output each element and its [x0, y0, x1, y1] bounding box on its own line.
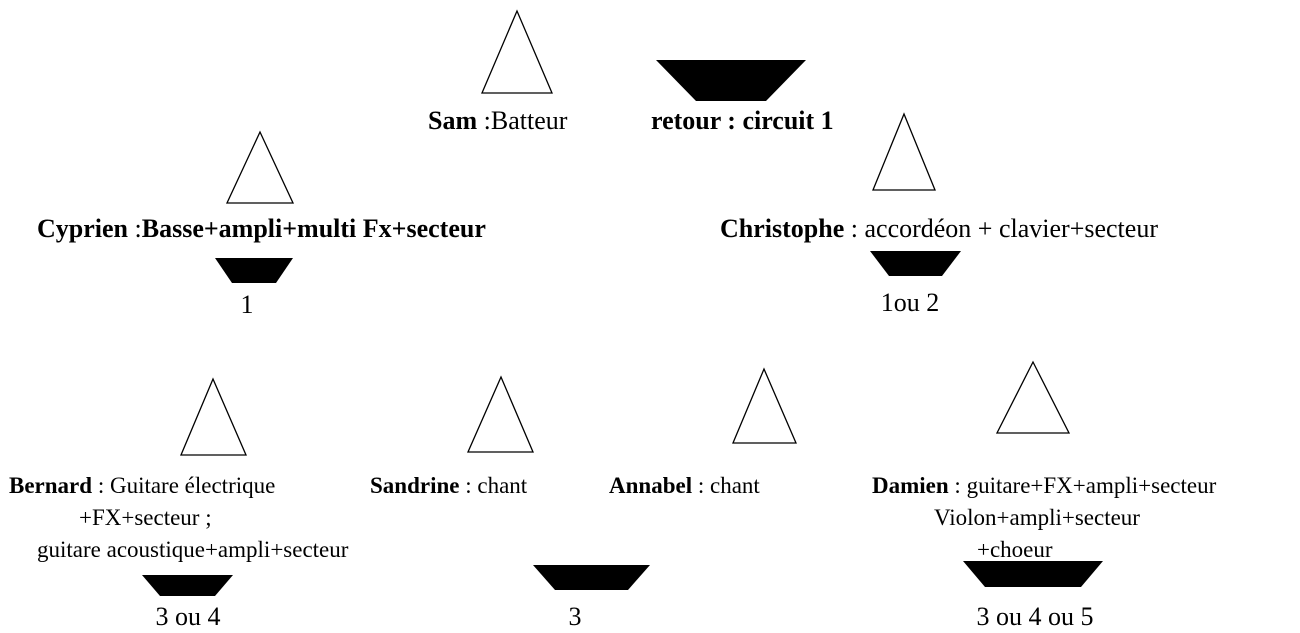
monitor-label-sandrine: 3 — [568, 602, 582, 631]
separator: : — [477, 106, 491, 135]
musician-name: Sam — [428, 106, 478, 135]
musician-role: chant — [709, 473, 760, 498]
monitor-label-christophe: 1ou 2 — [880, 288, 940, 317]
monitor-wedge-sandrine — [533, 565, 650, 590]
musician-role: Basse+ampli+multi Fx+secteur — [141, 214, 486, 243]
musician-name: Damien — [872, 473, 949, 498]
musician-label-sam: Sam :Batteur — [428, 108, 567, 134]
musician-label-bernard: Bernard : Guitare électrique — [9, 474, 275, 497]
musician-triangle-sam — [481, 9, 553, 94]
musician-triangle-annabel — [732, 367, 797, 444]
separator: : — [92, 473, 110, 498]
musician-role: Batteur — [490, 106, 568, 135]
musician-name: Christophe — [720, 214, 845, 243]
musician-name: Cyprien — [37, 214, 128, 243]
musician-role-line-1: Guitare électrique — [109, 473, 276, 498]
musician-role-line-2-bernard: +FX+secteur ; — [79, 505, 212, 530]
separator: : — [692, 473, 710, 498]
monitor-label-cyprien: 1 — [240, 290, 254, 319]
musician-label-christophe: Christophe : accordéon + clavier+secteur — [720, 216, 1158, 242]
monitor-wedge-damien — [963, 561, 1103, 587]
monitor-wedge-cyprien — [215, 258, 293, 283]
musician-triangle-bernard — [180, 377, 247, 456]
musician-name: Annabel — [609, 473, 693, 498]
musician-triangle-christophe — [872, 112, 936, 191]
musician-role: accordéon + clavier+secteur — [864, 214, 1158, 243]
separator: : — [844, 214, 865, 243]
musician-role-line-2-damien: Violon+ampli+secteur — [934, 505, 1140, 530]
separator: : — [459, 473, 478, 498]
monitor-label-bernard: 3 ou 4 — [155, 602, 221, 631]
musician-triangle-cyprien — [225, 130, 295, 204]
monitor-wedge-retour — [656, 60, 806, 101]
musician-name: Sandrine — [370, 473, 460, 498]
musician-role: chant — [477, 473, 528, 498]
separator: : — [128, 214, 142, 243]
musician-name: Bernard — [9, 473, 93, 498]
musician-triangle-damien — [995, 360, 1071, 434]
monitor-label-retour: retour : circuit 1 — [651, 106, 834, 135]
musician-label-sandrine: Sandrine : chant — [370, 474, 527, 497]
musician-label-annabel: Annabel : chant — [609, 474, 760, 497]
musician-label-cyprien: Cyprien :Basse+ampli+multi Fx+secteur — [37, 216, 486, 242]
musician-role-line-1: guitare+FX+ampli+secteur — [966, 473, 1217, 498]
musician-triangle-sandrine — [467, 375, 534, 453]
monitor-label-damien: 3 ou 4 ou 5 — [976, 602, 1094, 631]
separator: : — [948, 473, 967, 498]
musician-role-line-3-bernard: guitare acoustique+ampli+secteur — [37, 537, 349, 562]
monitor-wedge-bernard — [142, 575, 233, 596]
monitor-wedge-christophe — [870, 251, 961, 276]
musician-label-damien: Damien : guitare+FX+ampli+secteur — [872, 474, 1216, 497]
musician-role-line-3-damien: +choeur — [977, 537, 1053, 562]
